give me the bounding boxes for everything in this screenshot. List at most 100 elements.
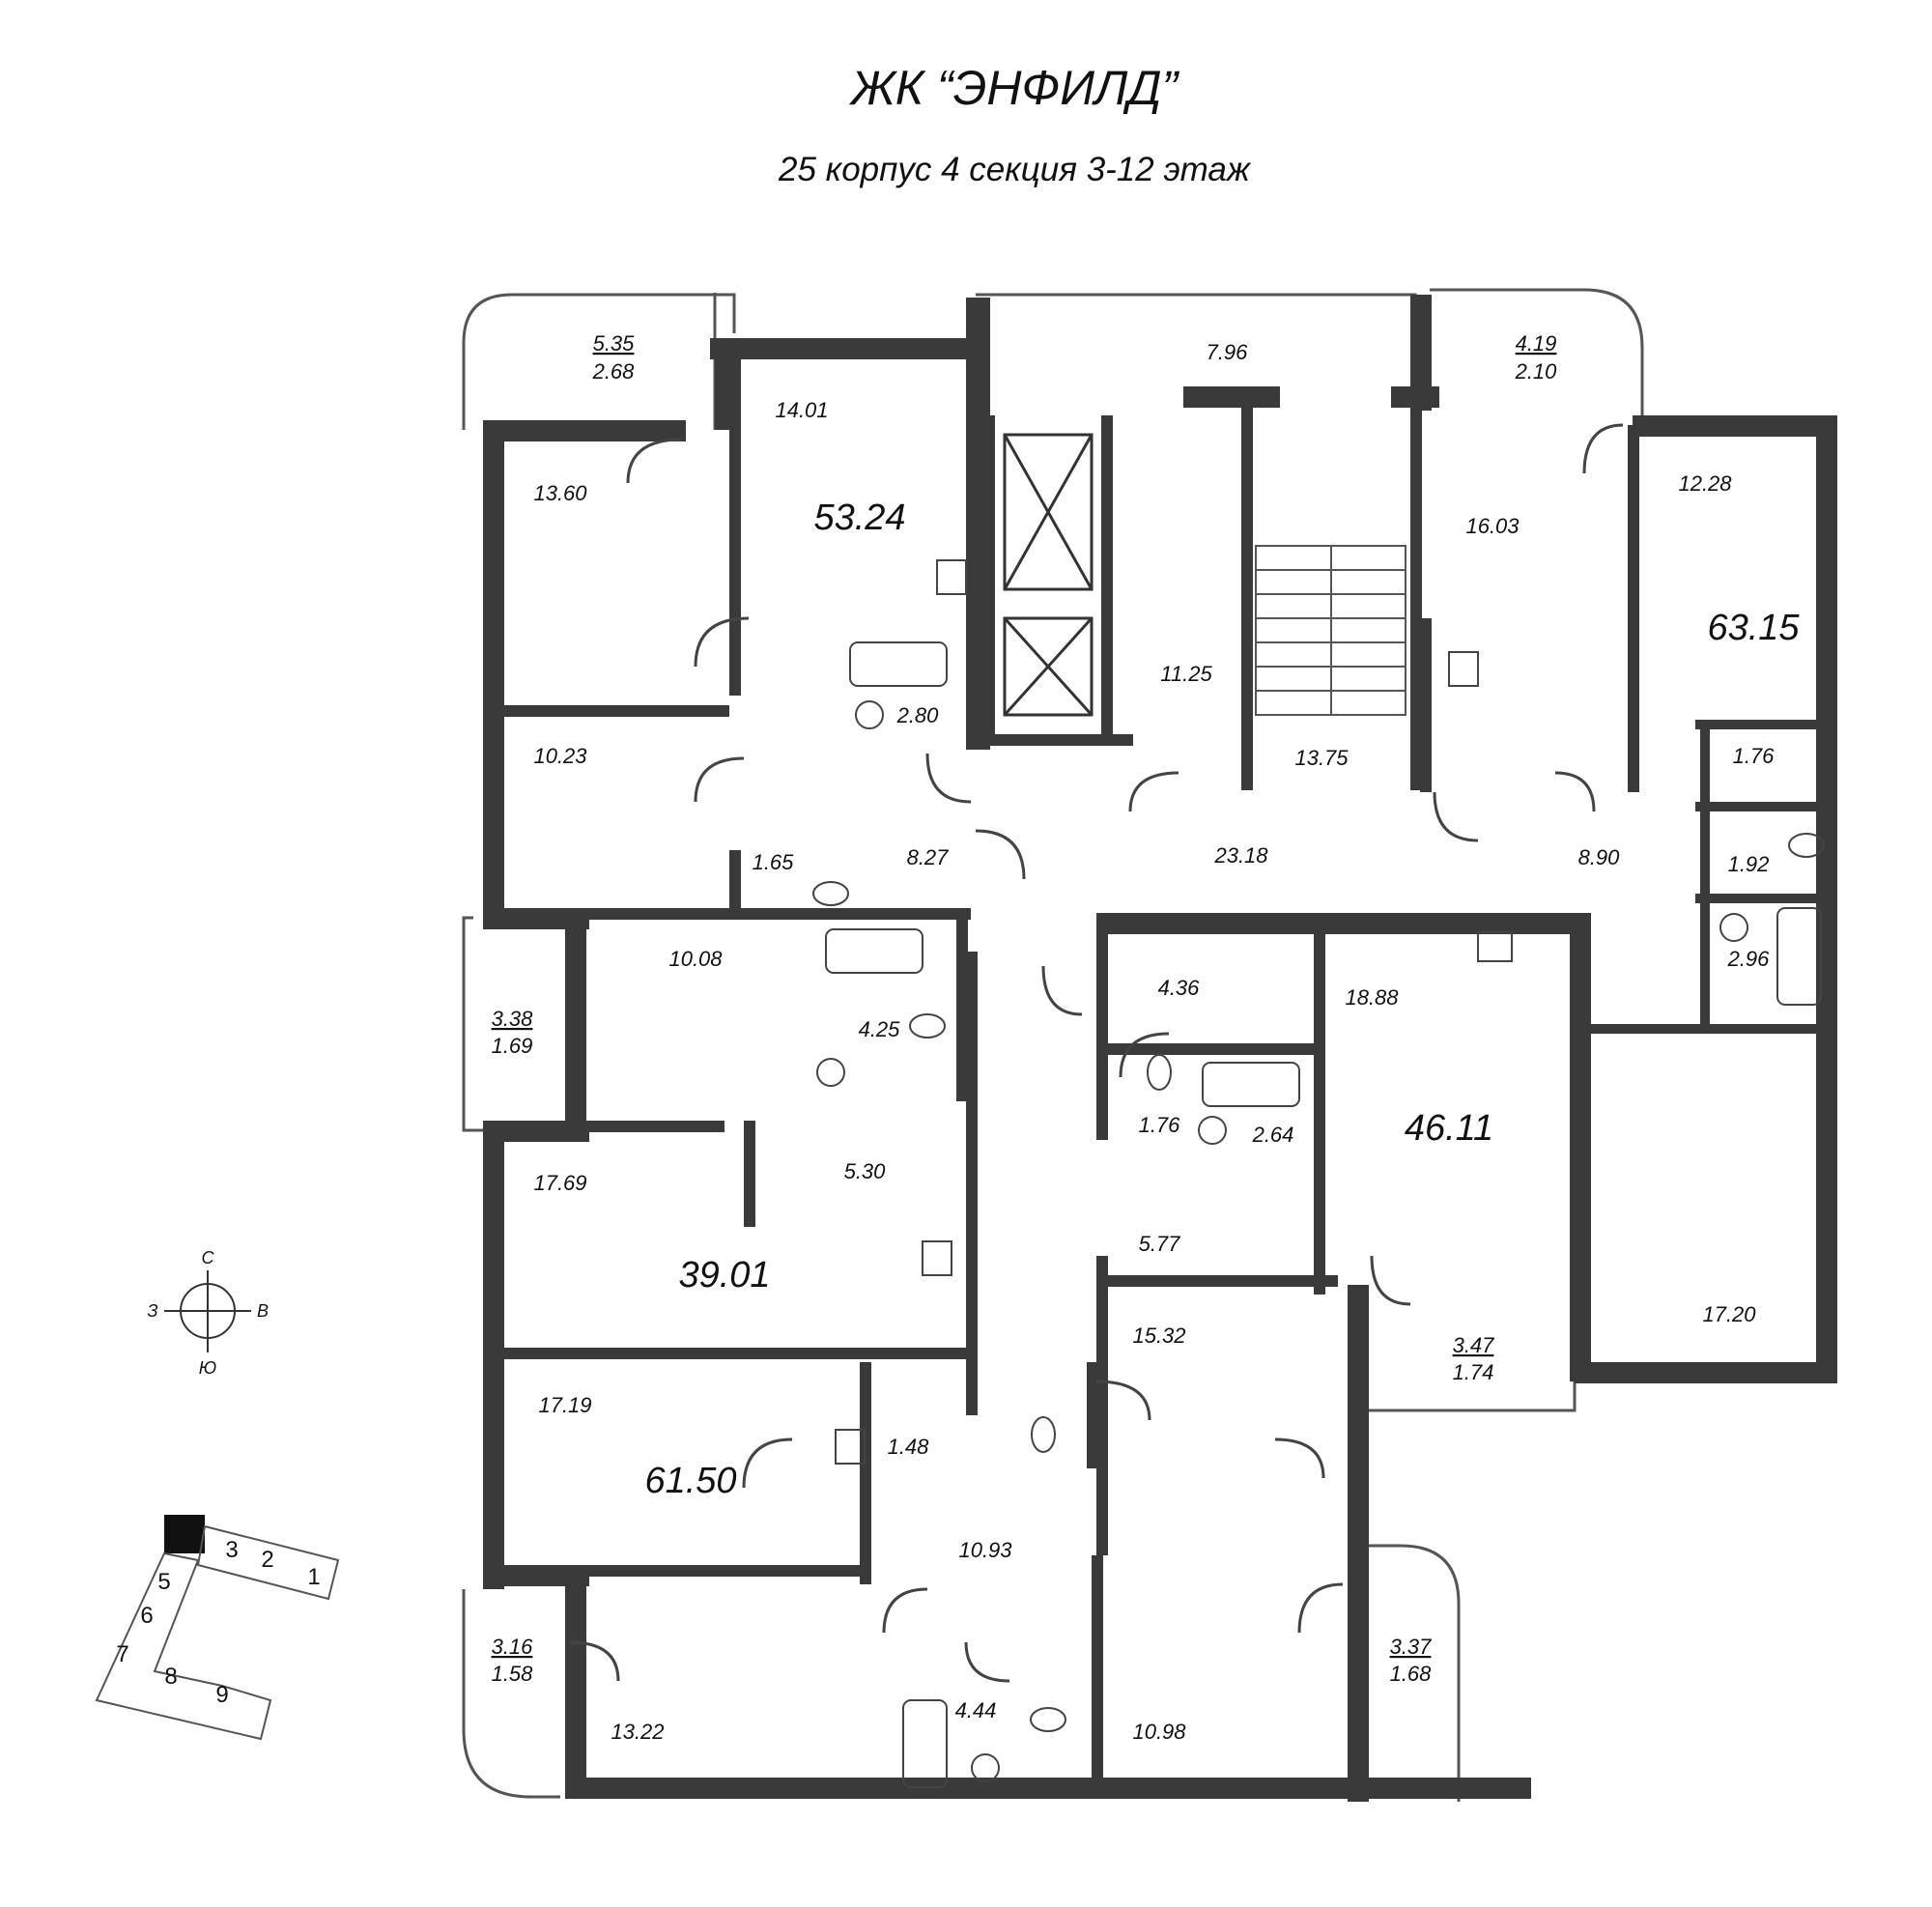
apartment-61-50[interactable]: 61.50 17.19 1.48 10.93 4.44 13.22 10.98 … (492, 1393, 1433, 1744)
bathtub-icon (902, 1699, 948, 1788)
room-area: 10.08 (668, 947, 723, 971)
sink-icon (971, 1753, 1000, 1782)
stove-icon (936, 559, 967, 595)
bathroom-area: 4.44 (955, 1698, 997, 1722)
lift-shafts (1003, 433, 1094, 717)
loggia-area-secondary: 2.68 (592, 359, 636, 384)
section-4-highlight (164, 1515, 205, 1553)
room-area: 16.03 (1465, 514, 1520, 538)
sink-icon (816, 1058, 845, 1087)
bathroom-area: 4.25 (859, 1017, 901, 1041)
section-1-label: 1 (307, 1564, 320, 1590)
bathtub-icon (825, 928, 923, 974)
bathtub-icon (1776, 907, 1822, 1006)
wc-area: 1.92 (1728, 852, 1770, 876)
bathroom-area: 2.64 (1252, 1123, 1294, 1147)
apartment-53-24[interactable]: 53.24 5.35 2.68 14.01 13.60 10.23 2.80 1… (533, 331, 949, 874)
compass-west: З (147, 1301, 157, 1321)
storage-area: 4.36 (1158, 976, 1201, 1000)
room-area: 14.01 (775, 398, 828, 422)
toilet-icon (812, 881, 849, 906)
hall-area: 5.30 (844, 1159, 887, 1183)
hall-area: 10.93 (958, 1538, 1012, 1562)
toilet-icon (1147, 1054, 1172, 1091)
compass: С Ю З В (147, 1248, 269, 1378)
section-4-label: 4 (178, 1523, 190, 1550)
toilet-icon (1031, 1416, 1056, 1453)
room-area: 15.32 (1132, 1324, 1185, 1348)
section-3-label: 3 (225, 1537, 238, 1563)
room-area: 17.20 (1702, 1302, 1756, 1326)
bathtub-icon (1202, 1062, 1300, 1107)
page-subtitle: 25 корпус 4 секция 3-12 этаж (778, 151, 1252, 188)
loggia-area: 3.47 (1453, 1333, 1495, 1357)
room-area: 13.22 (611, 1720, 664, 1744)
loggia-area: 3.37 (1390, 1635, 1433, 1659)
bathroom-area: 2.96 (1727, 947, 1771, 971)
stove-icon (922, 1240, 952, 1276)
stove-icon (1477, 931, 1513, 962)
wc-area: 1.48 (888, 1435, 930, 1459)
apartment-total-area: 63.15 (1707, 608, 1800, 648)
hall-area: 8.27 (907, 845, 950, 869)
section-7-label: 7 (116, 1641, 128, 1667)
loggia-area-secondary: 1.69 (492, 1034, 533, 1058)
room-area: 12.28 (1678, 471, 1732, 496)
compass-south: Ю (199, 1358, 216, 1378)
loggia-area: 3.16 (492, 1635, 534, 1659)
section-5-label: 5 (157, 1569, 170, 1595)
compass-north: С (202, 1248, 215, 1267)
apartment-46-11[interactable]: 46.11 4.36 18.88 1.76 2.64 5.77 15.32 3.… (1132, 976, 1494, 1384)
wc-area: 1.76 (1139, 1113, 1181, 1137)
stove-icon (835, 1429, 866, 1465)
room-area: 17.19 (538, 1393, 591, 1417)
apartment-39-01[interactable]: 39.01 3.38 1.69 10.08 4.25 5.30 17.69 (492, 947, 901, 1295)
toilet-icon (909, 1013, 946, 1039)
loggia-area: 4.19 (1516, 331, 1557, 356)
hall-area: 5.77 (1139, 1232, 1181, 1256)
walls (483, 295, 1837, 1802)
apartment-total-area: 39.01 (678, 1255, 770, 1295)
hall-area: 8.90 (1578, 845, 1621, 869)
loggia-area-secondary: 1.58 (492, 1662, 534, 1686)
room-area: 17.69 (533, 1171, 586, 1195)
apartment-total-area: 61.50 (644, 1461, 736, 1501)
sink-icon (1198, 1116, 1227, 1145)
section-9-label: 9 (215, 1682, 228, 1708)
room-area: 10.98 (1132, 1720, 1186, 1744)
kitchen-area: 18.88 (1345, 985, 1399, 1010)
room-area: 10.23 (533, 744, 587, 768)
apartment-total-area: 46.11 (1405, 1108, 1493, 1149)
section-key-map: 4 3 2 1 5 6 7 8 9 (95, 1515, 340, 1741)
page-title: ЖК “ЭНФИЛД” (848, 61, 1180, 115)
corridor-area: 23.18 (1213, 843, 1268, 868)
apartment-63-15[interactable]: 63.15 4.19 2.10 16.03 12.28 1.76 1.92 2.… (1465, 331, 1800, 1326)
toilet-icon (1788, 833, 1825, 858)
loggia-area-secondary: 1.68 (1390, 1662, 1433, 1686)
sink-icon (1719, 913, 1748, 942)
balcony-area: 7.96 (1207, 340, 1249, 364)
lift-hall-area: 11.25 (1160, 662, 1212, 686)
section-6-label: 6 (140, 1603, 153, 1629)
bathtub-icon (849, 641, 948, 687)
doors (569, 423, 1624, 1683)
room-area: 13.60 (533, 481, 587, 505)
loggia-area: 3.38 (492, 1007, 534, 1031)
loggia-area: 5.35 (593, 331, 636, 356)
loggia-area-secondary: 2.10 (1515, 359, 1558, 384)
loggia-area-secondary: 1.74 (1453, 1360, 1494, 1384)
wc-area: 1.65 (753, 850, 795, 874)
apartment-total-area: 53.24 (813, 498, 905, 538)
section-2-label: 2 (261, 1547, 273, 1573)
sink-icon (855, 700, 884, 729)
stove-icon (1448, 651, 1479, 687)
fixtures (812, 559, 1825, 1788)
bathroom-area: 2.80 (896, 703, 940, 727)
section-8-label: 8 (164, 1664, 177, 1690)
compass-east: В (257, 1301, 269, 1321)
staircase (1255, 545, 1406, 716)
stairs-area: 13.75 (1294, 746, 1349, 770)
toilet-icon (1030, 1707, 1066, 1732)
storage-area: 1.76 (1733, 744, 1776, 768)
